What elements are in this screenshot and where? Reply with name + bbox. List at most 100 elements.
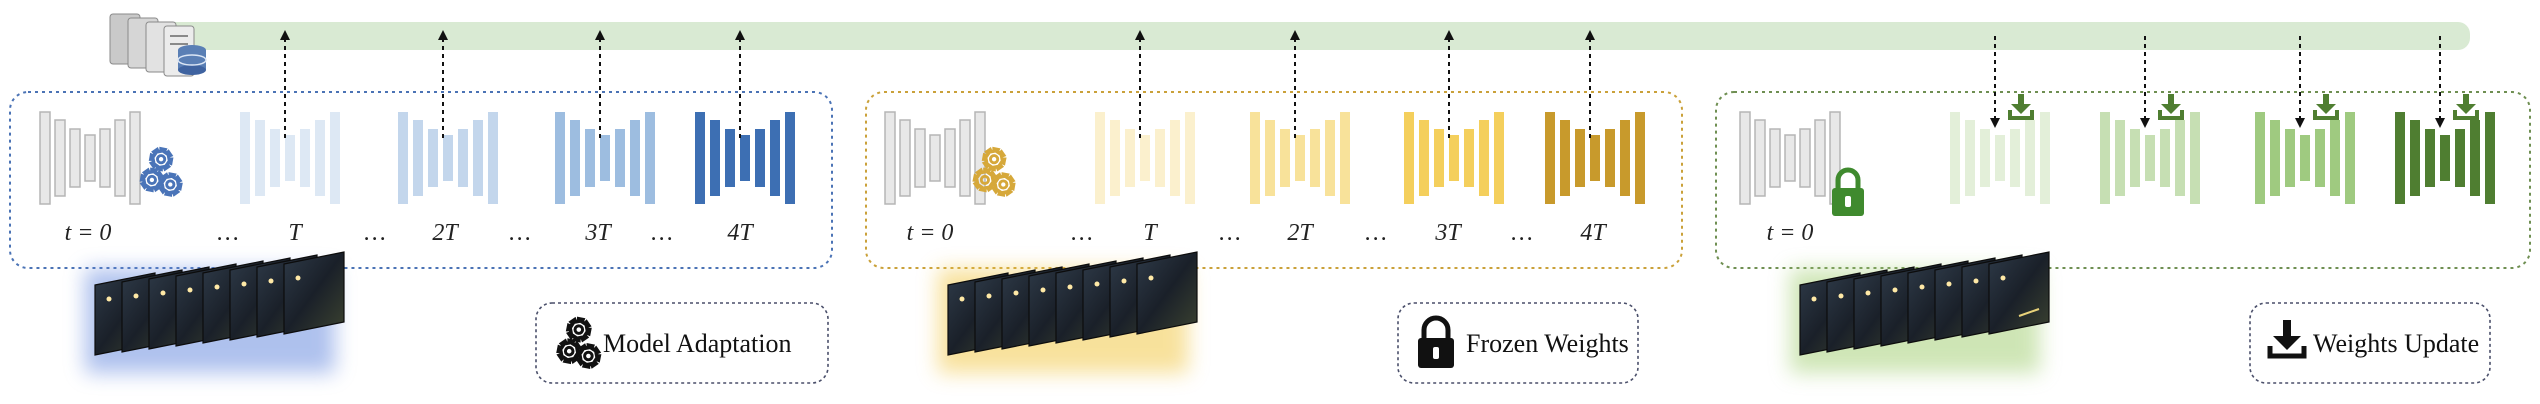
- layer-bar: [1575, 129, 1585, 187]
- layer-bar: [555, 112, 565, 204]
- server-icon: [109, 13, 207, 77]
- layer-bar: [1434, 129, 1444, 187]
- layer-bar: [1799, 128, 1811, 188]
- layer-bar: [785, 112, 795, 204]
- layer-bar: [645, 112, 655, 204]
- ellipsis: …: [1365, 220, 1386, 246]
- layer-bar: [2010, 129, 2020, 187]
- layer-bar: [1140, 135, 1150, 181]
- ellipsis: …: [1219, 220, 1240, 246]
- step-label-frozen-1: T: [1143, 220, 1158, 246]
- model-base-adaptation: [39, 111, 141, 205]
- layer-bar: [2315, 129, 2325, 187]
- layer-bar: [1095, 112, 1105, 204]
- step-label-frozen-3: 3T: [1434, 220, 1462, 246]
- weight-bus: [110, 22, 2470, 50]
- download-icon: [2008, 94, 2034, 120]
- layer-bar: [914, 128, 926, 188]
- layer-bar: [99, 128, 111, 188]
- lock-icon: [1832, 167, 1864, 216]
- model-adaptation-4: [695, 112, 795, 204]
- ellipsis: …: [1511, 220, 1532, 246]
- layer-bar: [1739, 111, 1751, 205]
- layer-bar: [1250, 112, 1260, 204]
- download-icon: [2267, 320, 2307, 359]
- arrow-head: [2435, 118, 2445, 128]
- layer-bar: [2270, 120, 2280, 196]
- layer-bar: [2040, 112, 2050, 204]
- video-frame: [283, 251, 345, 335]
- layer-bar: [2100, 112, 2110, 204]
- model-base-update: [1739, 111, 1841, 205]
- layer-bar: [1560, 120, 1570, 196]
- legend-update-text: Weights Update: [2313, 329, 2479, 358]
- layer-bar: [2175, 120, 2185, 196]
- layer-bar: [1814, 119, 1826, 197]
- model-frozen-2: [1250, 112, 1350, 204]
- layer-bar: [959, 119, 971, 197]
- layer-bar: [2485, 112, 2495, 204]
- layer-bar: [770, 120, 780, 196]
- layer-bar: [2145, 135, 2155, 181]
- layer-bar: [1635, 112, 1645, 204]
- ellipsis: …: [509, 220, 530, 246]
- step-label-adaptation-3: 3T: [584, 220, 612, 246]
- step-label-frozen-2: 2T: [1287, 220, 1314, 246]
- layer-bar: [1185, 112, 1195, 204]
- layer-bar: [473, 120, 483, 196]
- layer-bar: [570, 120, 580, 196]
- model-base-frozen: [884, 111, 986, 205]
- layer-bar: [1170, 120, 1180, 196]
- layer-bar: [315, 120, 325, 196]
- arrow-head: [1444, 30, 1454, 40]
- layer-bar: [740, 135, 750, 181]
- step-label-adaptation-1: T: [288, 220, 303, 246]
- step-label-frozen-4: 4T: [1580, 220, 1607, 246]
- model-update-1: [1950, 112, 2050, 204]
- layer-bar: [1980, 129, 1990, 187]
- layer-bar: [1340, 112, 1350, 204]
- layer-bar: [2425, 129, 2435, 187]
- layer-bar: [2025, 120, 2035, 196]
- layer-bar: [1280, 129, 1290, 187]
- layer-bar: [944, 128, 956, 188]
- layer-bar: [428, 129, 438, 187]
- model-adaptation-2: [398, 112, 498, 204]
- layer-bar: [255, 120, 265, 196]
- download-icon: [2313, 94, 2339, 120]
- layer-bar: [69, 128, 81, 188]
- layer-bar: [1295, 135, 1305, 181]
- arrow-head: [280, 30, 290, 40]
- layer-bar: [600, 135, 610, 181]
- arrow-head: [1290, 30, 1300, 40]
- layer-bar: [695, 112, 705, 204]
- layer-bar: [1464, 129, 1474, 187]
- layer-bar: [1419, 120, 1429, 196]
- gears-icon: [972, 146, 1016, 197]
- frame-stack-yellow: [938, 251, 1198, 373]
- layer-bar: [710, 120, 720, 196]
- layer-bar: [84, 134, 96, 182]
- layer-bar: [725, 129, 735, 187]
- layer-bar: [884, 111, 896, 205]
- layer-bar: [1404, 112, 1414, 204]
- layer-bar: [1769, 128, 1781, 188]
- model-adaptation-3: [555, 112, 655, 204]
- layer-bar: [488, 112, 498, 204]
- layer-bar: [630, 120, 640, 196]
- download-icon: [2158, 94, 2184, 120]
- layer-bar: [1155, 129, 1165, 187]
- model-adaptation-1: [240, 112, 340, 204]
- layer-bar: [2345, 112, 2355, 204]
- frame-stack-blue: [85, 251, 345, 373]
- layer-bar: [1950, 112, 1960, 204]
- layer-bar: [443, 135, 453, 181]
- layer-bar: [1479, 120, 1489, 196]
- layer-bar: [1620, 120, 1630, 196]
- panel-update: [1715, 91, 2531, 269]
- legend-frozen: Frozen Weights: [1397, 302, 1639, 384]
- legend-adaptation-text: Model Adaptation: [603, 329, 791, 358]
- layer-bar: [2470, 120, 2480, 196]
- layer-bar: [1449, 135, 1459, 181]
- download-icon: [2453, 94, 2479, 120]
